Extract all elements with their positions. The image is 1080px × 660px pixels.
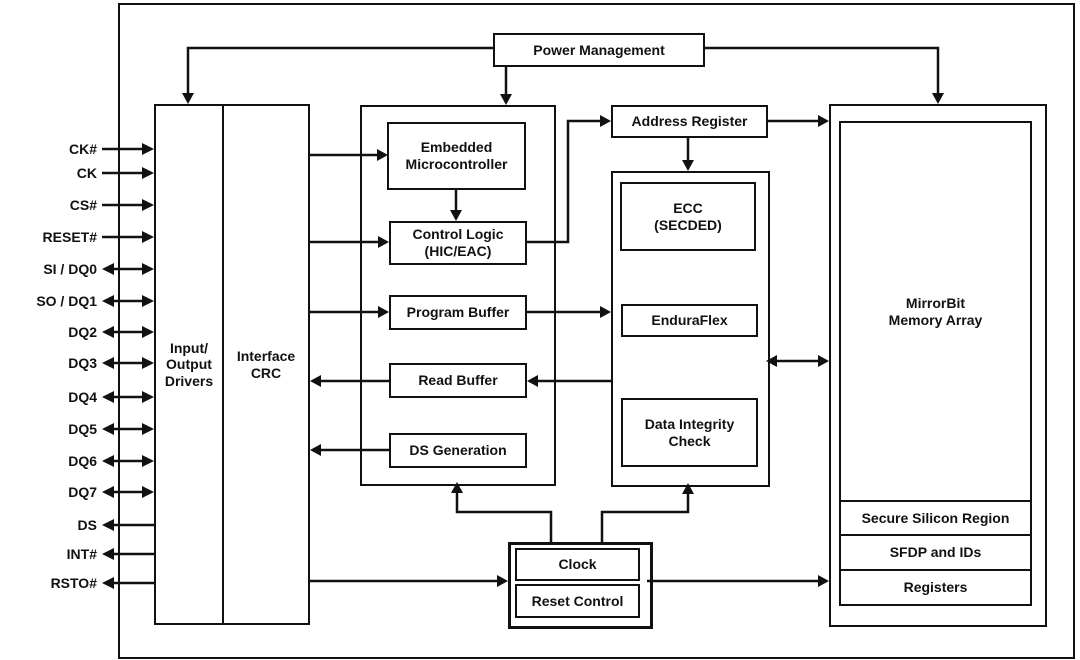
signal-label-si-dq0: SI / DQ0 (43, 261, 97, 277)
ecc-secded-block: ECC (SECDED) (620, 182, 756, 251)
ecc-container (611, 171, 770, 487)
signal-wire-si-dq0 (102, 263, 154, 275)
signal-wire-dq3 (102, 357, 154, 369)
signal-label-reset-hash: RESET# (42, 229, 97, 245)
io-drivers-block: Input/ Output Drivers (154, 104, 224, 625)
embedded-microcontroller-block: Embedded Microcontroller (387, 122, 526, 190)
signal-label-dq7: DQ7 (68, 484, 97, 500)
memory-container (829, 104, 1047, 627)
wire-crc-to-microcontroller (309, 149, 388, 161)
secure-silicon-region-block: Secure Silicon Region (839, 500, 1032, 536)
signal-label-rsto-hash: RSTO# (50, 575, 97, 591)
signal-wire-dq4 (102, 391, 154, 403)
signal-wire-dq2 (102, 326, 154, 338)
data-integrity-check-block: Data Integrity Check (621, 398, 758, 467)
wire-crc-to-program-buffer (309, 306, 389, 318)
signal-wire-dq5 (102, 423, 154, 435)
sfdp-and-ids-block: SFDP and IDs (839, 534, 1032, 571)
wire-crc-to-control-logic (309, 236, 389, 248)
clock-reset-container (508, 542, 653, 629)
signal-label-ck-hash: CK# (68, 141, 97, 157)
signal-label-so-dq1: SO / DQ1 (36, 293, 97, 309)
wire-program-buffer-to-ecc (527, 306, 611, 318)
ds-generation-block: DS Generation (389, 433, 527, 468)
signal-label-dq4: DQ4 (68, 389, 97, 405)
wire-clock-to-core (451, 482, 553, 542)
signal-wire-rsto-hash (102, 577, 154, 589)
signal-wire-int-hash (102, 548, 154, 560)
address-register-block: Address Register (611, 105, 768, 138)
power-management-block: Power Management (493, 33, 705, 67)
wire-crc-to-clock (309, 575, 508, 587)
read-buffer-block: Read Buffer (389, 363, 527, 398)
signal-wire-reset-hash (102, 231, 154, 243)
signal-label-dq3: DQ3 (68, 355, 97, 371)
wire-control-logic-to-address-register (527, 115, 611, 244)
signal-wire-dq7 (102, 486, 154, 498)
wire-ecc-to-read-buffer (527, 375, 611, 387)
signal-label-int-hash: INT# (66, 546, 97, 562)
signal-wire-so-dq1 (102, 295, 154, 307)
wire-read-buffer-to-crc (310, 375, 389, 387)
signal-wire-cs-hash (102, 199, 154, 211)
wire-microcontroller-to-control-logic (450, 190, 462, 221)
reset-control-block: Reset Control (515, 584, 640, 618)
program-buffer-block: Program Buffer (389, 295, 527, 330)
enduraflex-block: EnduraFlex (621, 304, 758, 337)
wire-power-to-memory (705, 46, 944, 104)
signal-wire-ck (102, 167, 154, 179)
wire-address-register-to-memory (768, 115, 829, 127)
core-logic-container (360, 105, 556, 486)
interface-crc-block: Interface CRC (222, 104, 310, 625)
signal-label-ck: CK (76, 165, 97, 181)
mirrorbit-memory-array-block: MirrorBit Memory Array (839, 121, 1032, 502)
wire-ecc-memory-bidirectional (766, 355, 829, 367)
signal-label-dq5: DQ5 (68, 421, 97, 437)
control-logic-block: Control Logic (HIC/EAC) (389, 221, 527, 265)
signal-label-dq2: DQ2 (68, 324, 97, 340)
wire-clock-to-registers (647, 575, 829, 587)
signal-label-ds: DS (77, 517, 97, 533)
wire-clock-to-ecc (600, 483, 694, 542)
wire-power-to-io (182, 46, 493, 104)
signal-label-cs-hash: CS# (69, 197, 97, 213)
wire-power-to-core (500, 67, 512, 105)
clock-block: Clock (515, 548, 640, 581)
registers-block: Registers (839, 569, 1032, 606)
signal-wire-dq6 (102, 455, 154, 467)
signal-wire-ds (102, 519, 154, 531)
signal-label-dq6: DQ6 (68, 453, 97, 469)
signal-wire-ck-hash (102, 143, 154, 155)
wire-address-register-to-ecc (682, 138, 694, 171)
wire-ds-generation-to-crc (310, 444, 389, 456)
